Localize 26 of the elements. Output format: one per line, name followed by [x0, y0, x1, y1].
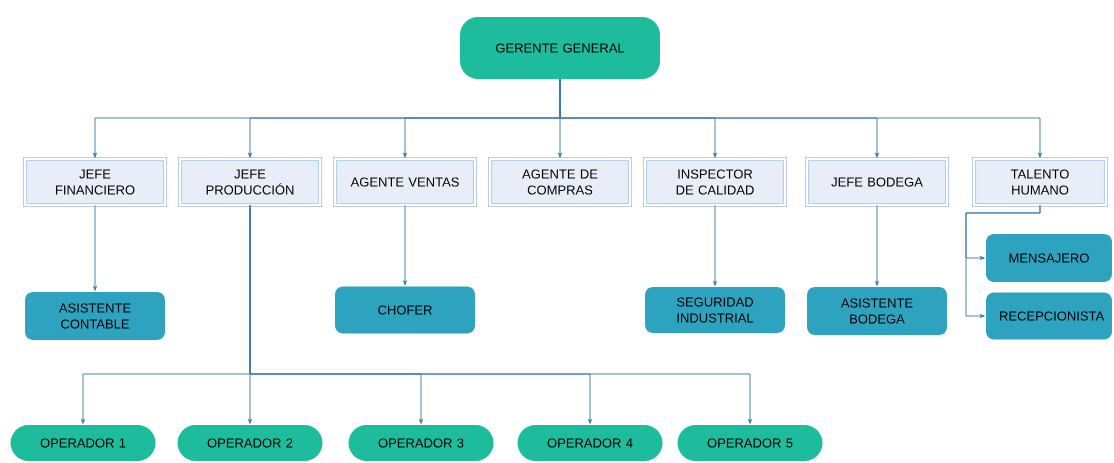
- position-box: TALENTO HUMANO: [971, 156, 1109, 208]
- position-box: SEGURIDAD INDUSTRIAL: [645, 287, 785, 333]
- position-box: JEFE PRODUCCIÓN: [177, 156, 323, 208]
- rounded-box: OPERADOR 4: [517, 425, 663, 461]
- position-box: ASISTENTE BODEGA: [807, 287, 947, 335]
- connector-arrow: [965, 204, 1041, 318]
- rounded-box: OPERADOR 5: [677, 425, 823, 461]
- position-box: JEFE FINANCIERO: [22, 156, 168, 208]
- connector-arrow: [403, 204, 407, 286]
- connector-arrow: [559, 78, 1042, 158]
- connector-arrow: [93, 204, 97, 291]
- position-box: AGENTE VENTAS: [332, 156, 478, 208]
- rounded-box: OPERADOR 2: [177, 425, 323, 461]
- position-box: INSPECTOR DE CALIDAD: [642, 156, 788, 208]
- connector-arrow: [713, 204, 717, 286]
- position-box: CHOFER: [335, 286, 475, 334]
- rounded-box: GERENTE GENERAL: [460, 17, 660, 79]
- position-box: AGENTE DE COMPRAS: [487, 156, 633, 208]
- position-box: RECEPCIONISTA: [986, 292, 1112, 340]
- position-box: MENSAJERO: [986, 234, 1112, 282]
- connector-arrow: [249, 204, 752, 424]
- position-box: JEFE BODEGA: [804, 156, 950, 208]
- rounded-box: OPERADOR 3: [348, 425, 494, 461]
- position-box: ASISTENTE CONTABLE: [25, 292, 165, 340]
- connector-arrow: [875, 204, 879, 286]
- rounded-box: OPERADOR 1: [10, 425, 156, 461]
